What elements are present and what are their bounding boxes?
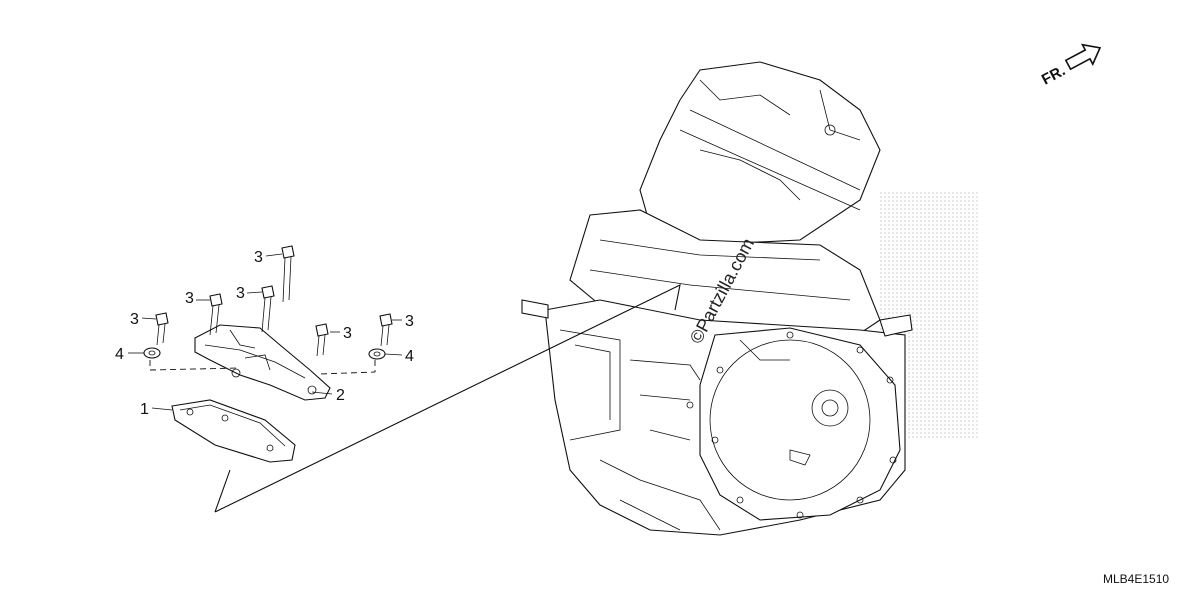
front-direction-indicator: FR. <box>1039 43 1102 89</box>
reference-code: MLB4E1510 <box>1103 572 1169 586</box>
callout-3-top: 3 <box>254 249 263 266</box>
alignment-line <box>149 360 241 371</box>
callout-3-right: 3 <box>343 325 352 342</box>
bolt <box>315 323 329 357</box>
callout-4-left: 4 <box>115 346 124 363</box>
bolt <box>261 285 275 333</box>
callout-3-mid-left: 3 <box>185 290 194 307</box>
leader-line-to-engine <box>214 284 681 513</box>
bolt <box>209 293 223 336</box>
callout-3-upper-mid: 3 <box>236 285 245 302</box>
callout-leaders <box>128 253 403 411</box>
callout-1: 1 <box>140 401 149 418</box>
callout-3-far-right: 3 <box>405 313 414 330</box>
washers <box>143 347 386 360</box>
alignment-line <box>319 360 376 375</box>
engine-assembly <box>521 61 913 536</box>
washer <box>143 347 161 359</box>
gasket <box>171 399 296 463</box>
callout-4-right: 4 <box>405 348 414 365</box>
bolt <box>281 245 295 303</box>
bolts <box>155 245 393 357</box>
washer <box>368 348 386 360</box>
direction-label: FR. <box>1039 62 1068 88</box>
front-direction-arrow-icon <box>1064 43 1102 71</box>
cover-part <box>194 324 331 401</box>
bolt <box>155 312 169 346</box>
callout-2: 2 <box>336 387 345 404</box>
callout-3-left: 3 <box>130 311 139 328</box>
bolt <box>379 313 393 347</box>
